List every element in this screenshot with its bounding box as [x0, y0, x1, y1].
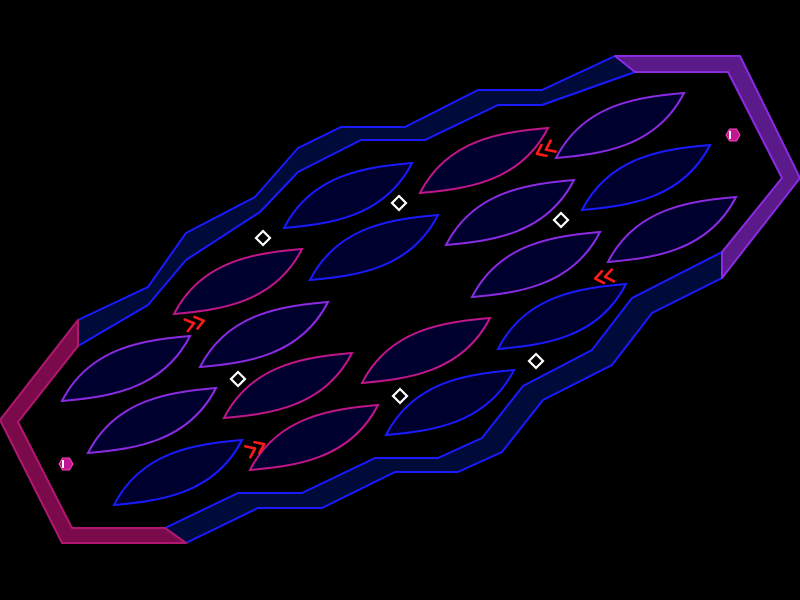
leaf-obstacle	[554, 91, 686, 160]
red-chevron-booster-icon	[593, 268, 616, 285]
diamond-pellet-icon	[390, 194, 408, 212]
leaf-obstacle	[496, 282, 628, 351]
leaf-obstacle	[360, 316, 492, 385]
left-end-wall	[0, 319, 187, 544]
diamond-pellet-icon	[552, 211, 570, 229]
leaf-obstacle	[418, 126, 550, 195]
leaf-obstacle	[86, 386, 218, 455]
leaf-obstacles	[60, 91, 738, 507]
diamond-pellet-icon	[527, 352, 545, 370]
leaf-obstacle	[172, 247, 304, 316]
leaf-obstacle	[198, 300, 330, 369]
hexagon-player-icon	[725, 128, 741, 142]
leaf-obstacle	[444, 178, 576, 247]
leaf-obstacle	[282, 161, 414, 230]
red-chevron-booster-icon	[183, 315, 205, 333]
leaf-obstacle	[470, 230, 602, 299]
diamond-pellet-icon	[254, 229, 272, 247]
leaf-obstacle	[112, 438, 244, 507]
leaf-obstacle	[308, 213, 440, 282]
right-end-wall	[614, 55, 800, 279]
diamond-pellet-icon	[391, 387, 409, 405]
red-chevron-booster-icon	[244, 440, 266, 459]
arena-walls	[0, 55, 800, 544]
diamond-pellet-icon	[229, 370, 247, 388]
leaf-obstacle	[248, 403, 380, 472]
leaf-obstacle	[222, 351, 354, 420]
pellets	[229, 194, 570, 405]
players	[58, 128, 741, 471]
leaf-obstacle	[580, 143, 712, 212]
leaf-obstacle	[60, 334, 192, 403]
leaf-obstacle	[606, 195, 738, 264]
boosters	[183, 139, 616, 459]
leaf-obstacle	[384, 368, 516, 437]
hexagon-player-icon	[58, 457, 74, 471]
red-chevron-booster-icon	[535, 139, 557, 158]
